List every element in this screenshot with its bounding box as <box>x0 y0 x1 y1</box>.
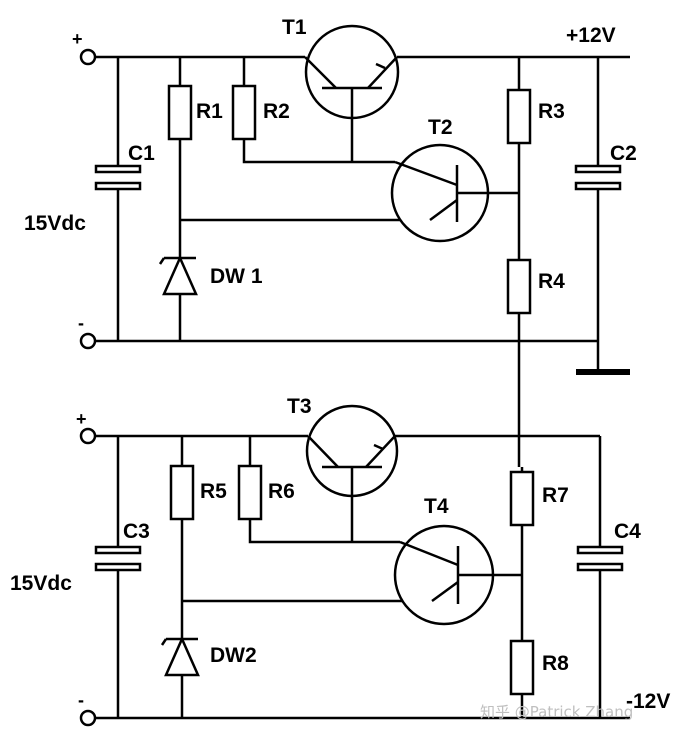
label-t1: T1 <box>282 16 307 39</box>
label-t3: T3 <box>287 395 312 418</box>
capacitor-c4 <box>576 436 624 718</box>
resistor-r7 <box>509 467 535 641</box>
label-vin-bottom: 15Vdc <box>10 572 72 595</box>
label-c2: C2 <box>610 142 637 165</box>
resistor-r3 <box>506 57 532 260</box>
upper-supply <box>79 24 630 375</box>
terminal-bottom-plus <box>79 427 97 445</box>
label-c4: C4 <box>614 520 641 543</box>
resistor-r4 <box>506 258 532 341</box>
label-vout-neg: -12V <box>626 690 670 713</box>
label-c1: C1 <box>128 142 155 165</box>
resistor-r2 <box>231 57 395 164</box>
label-r3: R3 <box>538 100 565 123</box>
transistor-t4 <box>393 524 522 626</box>
resistor-r8 <box>509 639 535 718</box>
capacitor-c3 <box>94 436 142 718</box>
watermark: 知乎 @Patrick Zhang <box>480 703 633 721</box>
label-r2: R2 <box>263 100 290 123</box>
zener-dw1 <box>158 254 198 341</box>
label-t4: T4 <box>424 495 449 518</box>
transistor-t1 <box>304 24 400 162</box>
transistor-t3 <box>305 404 399 542</box>
terminal-bottom-minus <box>79 709 97 727</box>
zener-dw2 <box>160 635 200 718</box>
resistor-r6 <box>237 436 400 544</box>
resistor-r1 <box>167 57 193 255</box>
label-r6: R6 <box>268 480 295 503</box>
label-c3: C3 <box>123 520 150 543</box>
label-minus-top: - <box>78 313 84 333</box>
label-r7: R7 <box>542 484 569 507</box>
label-r8: R8 <box>542 652 569 675</box>
label-dw1: DW 1 <box>210 265 263 288</box>
terminal-top-minus <box>79 332 97 350</box>
label-plus-bottom: + <box>76 409 87 429</box>
lower-supply <box>79 404 630 727</box>
label-minus-bottom: - <box>78 690 84 710</box>
label-dw2: DW2 <box>210 644 257 667</box>
label-r1: R1 <box>196 100 223 123</box>
terminal-top-plus <box>79 48 97 66</box>
label-r4: R4 <box>538 270 565 293</box>
capacitor-c1 <box>94 57 142 341</box>
label-vout-pos: +12V <box>566 24 616 47</box>
resistor-r5 <box>169 436 195 636</box>
transistor-t2 <box>390 143 519 243</box>
label-vin-top: 15Vdc <box>24 212 86 235</box>
label-r5: R5 <box>200 480 227 503</box>
label-plus-top: + <box>72 29 83 49</box>
label-t2: T2 <box>428 116 453 139</box>
capacitor-c2 <box>574 57 622 341</box>
